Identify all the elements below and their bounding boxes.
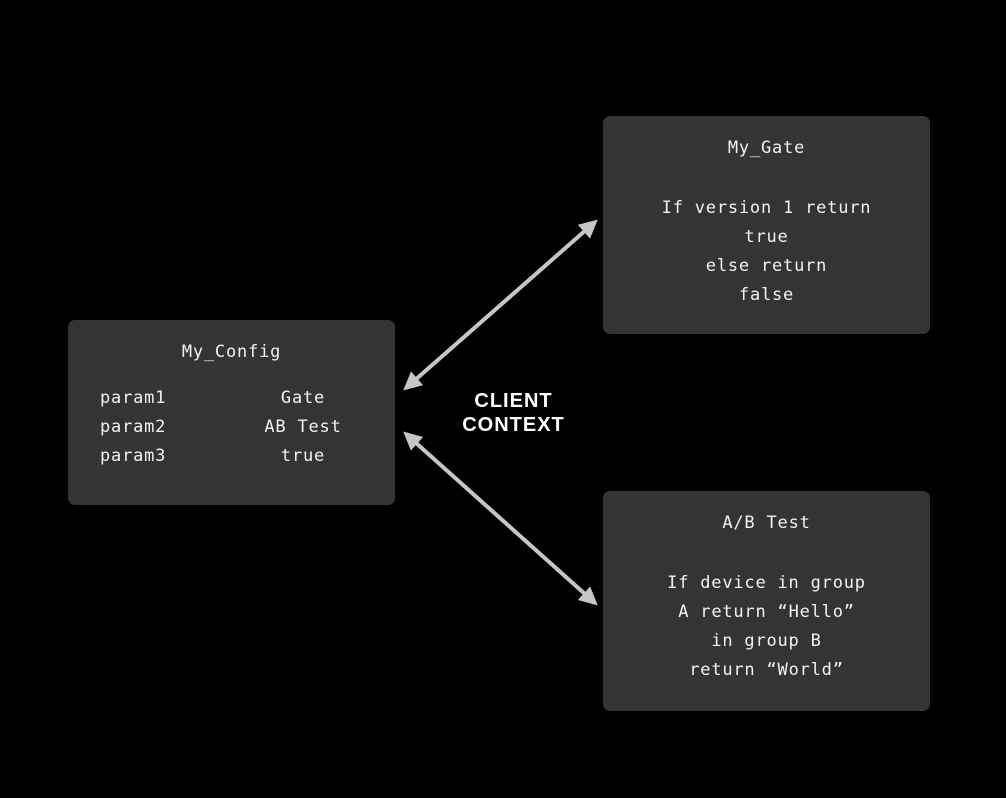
param-value: true [280,446,326,466]
arrow-config-abtest [403,431,598,606]
param-row: param3 true [68,442,395,471]
gate-body-line: false [738,285,795,305]
param-value: AB Test [264,417,342,437]
ab-test-node-title: A/B Test [722,513,811,533]
param-value: Gate [280,388,326,408]
gate-node: My_Gate If version 1 return true else re… [603,116,930,334]
param-name: param1 [100,388,167,408]
param-name: param3 [100,446,167,466]
gate-body-line: If version 1 return [661,198,872,218]
client-context-line2: CONTEXT [462,414,565,436]
config-node-title: My_Config [181,342,282,362]
ab-test-node-body: If device in group A return “Hello” in g… [603,569,930,685]
client-context-label: CLIENT CONTEXT [433,389,594,437]
config-param-list: param1 Gate param2 AB Test param3 true [68,384,395,471]
gate-body-line: else return [705,256,828,276]
param-name: param2 [100,417,167,437]
ab-test-node: A/B Test If device in group A return “He… [603,491,930,711]
ab-test-body-line: A return “Hello” [678,602,855,622]
ab-test-body-line: If device in group [667,573,866,593]
arrow-config-gate [403,219,598,391]
ab-test-body-line: return “World” [689,660,844,680]
gate-node-body: If version 1 return true else return fal… [603,194,930,310]
config-node: My_Config param1 Gate param2 AB Test par… [68,320,395,505]
param-row: param2 AB Test [68,413,395,442]
gate-node-title: My_Gate [727,138,806,158]
param-row: param1 Gate [68,384,395,413]
client-context-line1: CLIENT [474,390,553,412]
ab-test-body-line: in group B [711,631,822,651]
gate-body-line: true [744,227,789,247]
